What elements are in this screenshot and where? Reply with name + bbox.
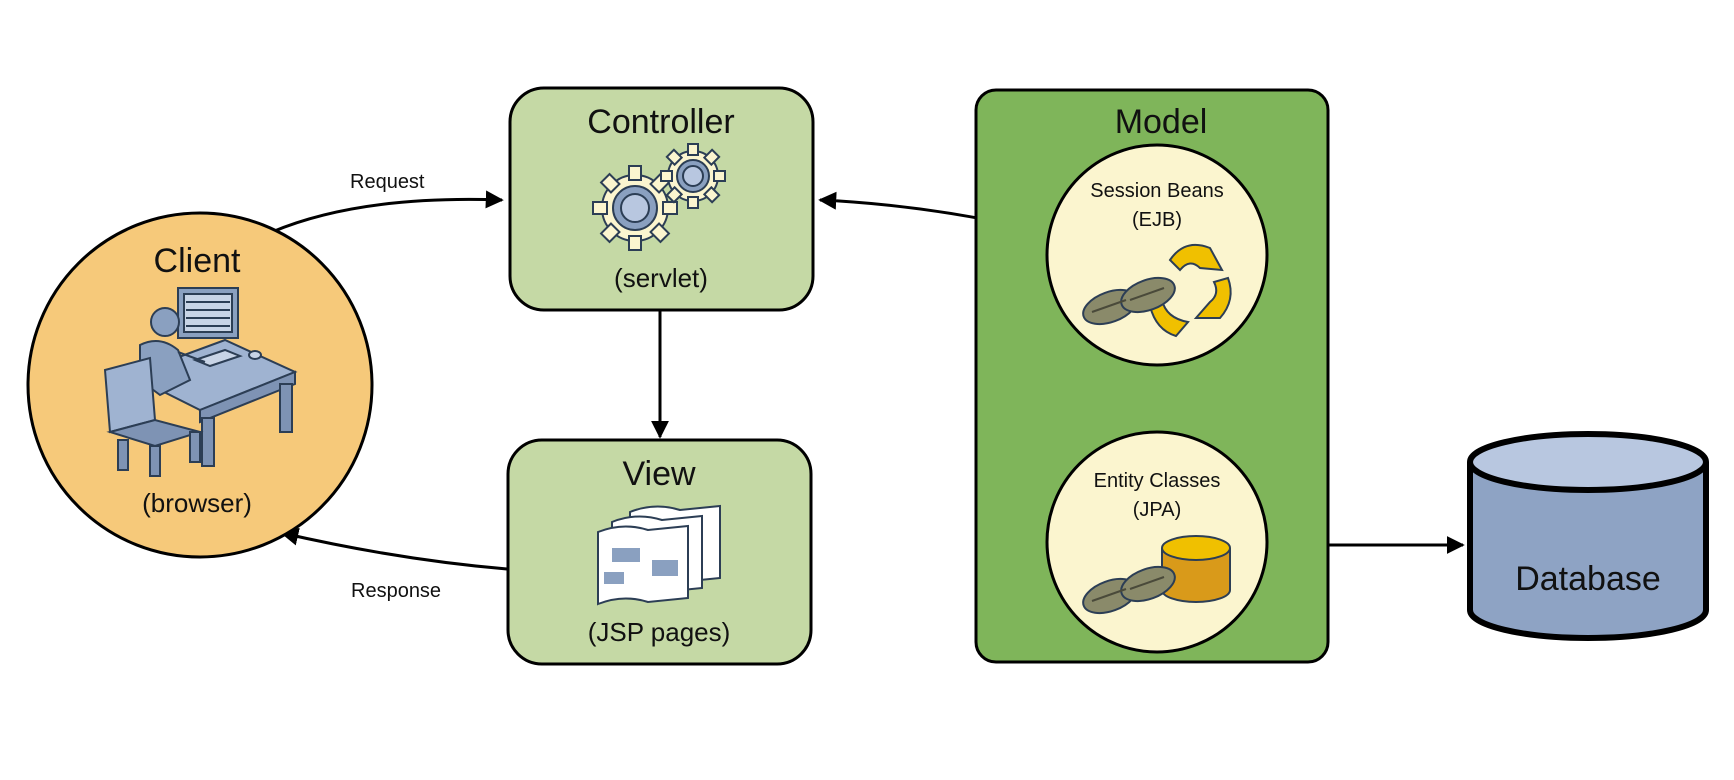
model-title: Model (1115, 103, 1208, 141)
pages-icon (597, 504, 721, 606)
view-subtitle: (JSP pages) (588, 617, 731, 647)
session-beans-node (1045, 143, 1269, 367)
edge-response (280, 527, 508, 571)
edge-request (271, 190, 504, 234)
entity-classes-sublabel: (JPA) (1133, 499, 1182, 521)
controller-title: Controller (587, 103, 734, 141)
person-at-computer-icon (103, 287, 298, 477)
response-label: Response (351, 580, 441, 602)
view-title: View (622, 455, 696, 493)
client-title: Client (154, 242, 241, 280)
beans-recycle-icon (1082, 244, 1232, 338)
controller-subtitle: (servlet) (614, 263, 708, 293)
beans-database-icon (1082, 535, 1231, 615)
database-node (1467, 431, 1709, 641)
session-beans-sublabel: (EJB) (1132, 209, 1182, 231)
entity-classes-label: Entity Classes (1094, 470, 1221, 492)
entity-classes-node (1045, 430, 1269, 654)
gears-icon (592, 143, 726, 251)
database-label: Database (1515, 560, 1661, 598)
session-beans-label: Session Beans (1090, 180, 1223, 202)
request-label: Request (350, 171, 425, 193)
client-subtitle: (browser) (142, 488, 252, 518)
